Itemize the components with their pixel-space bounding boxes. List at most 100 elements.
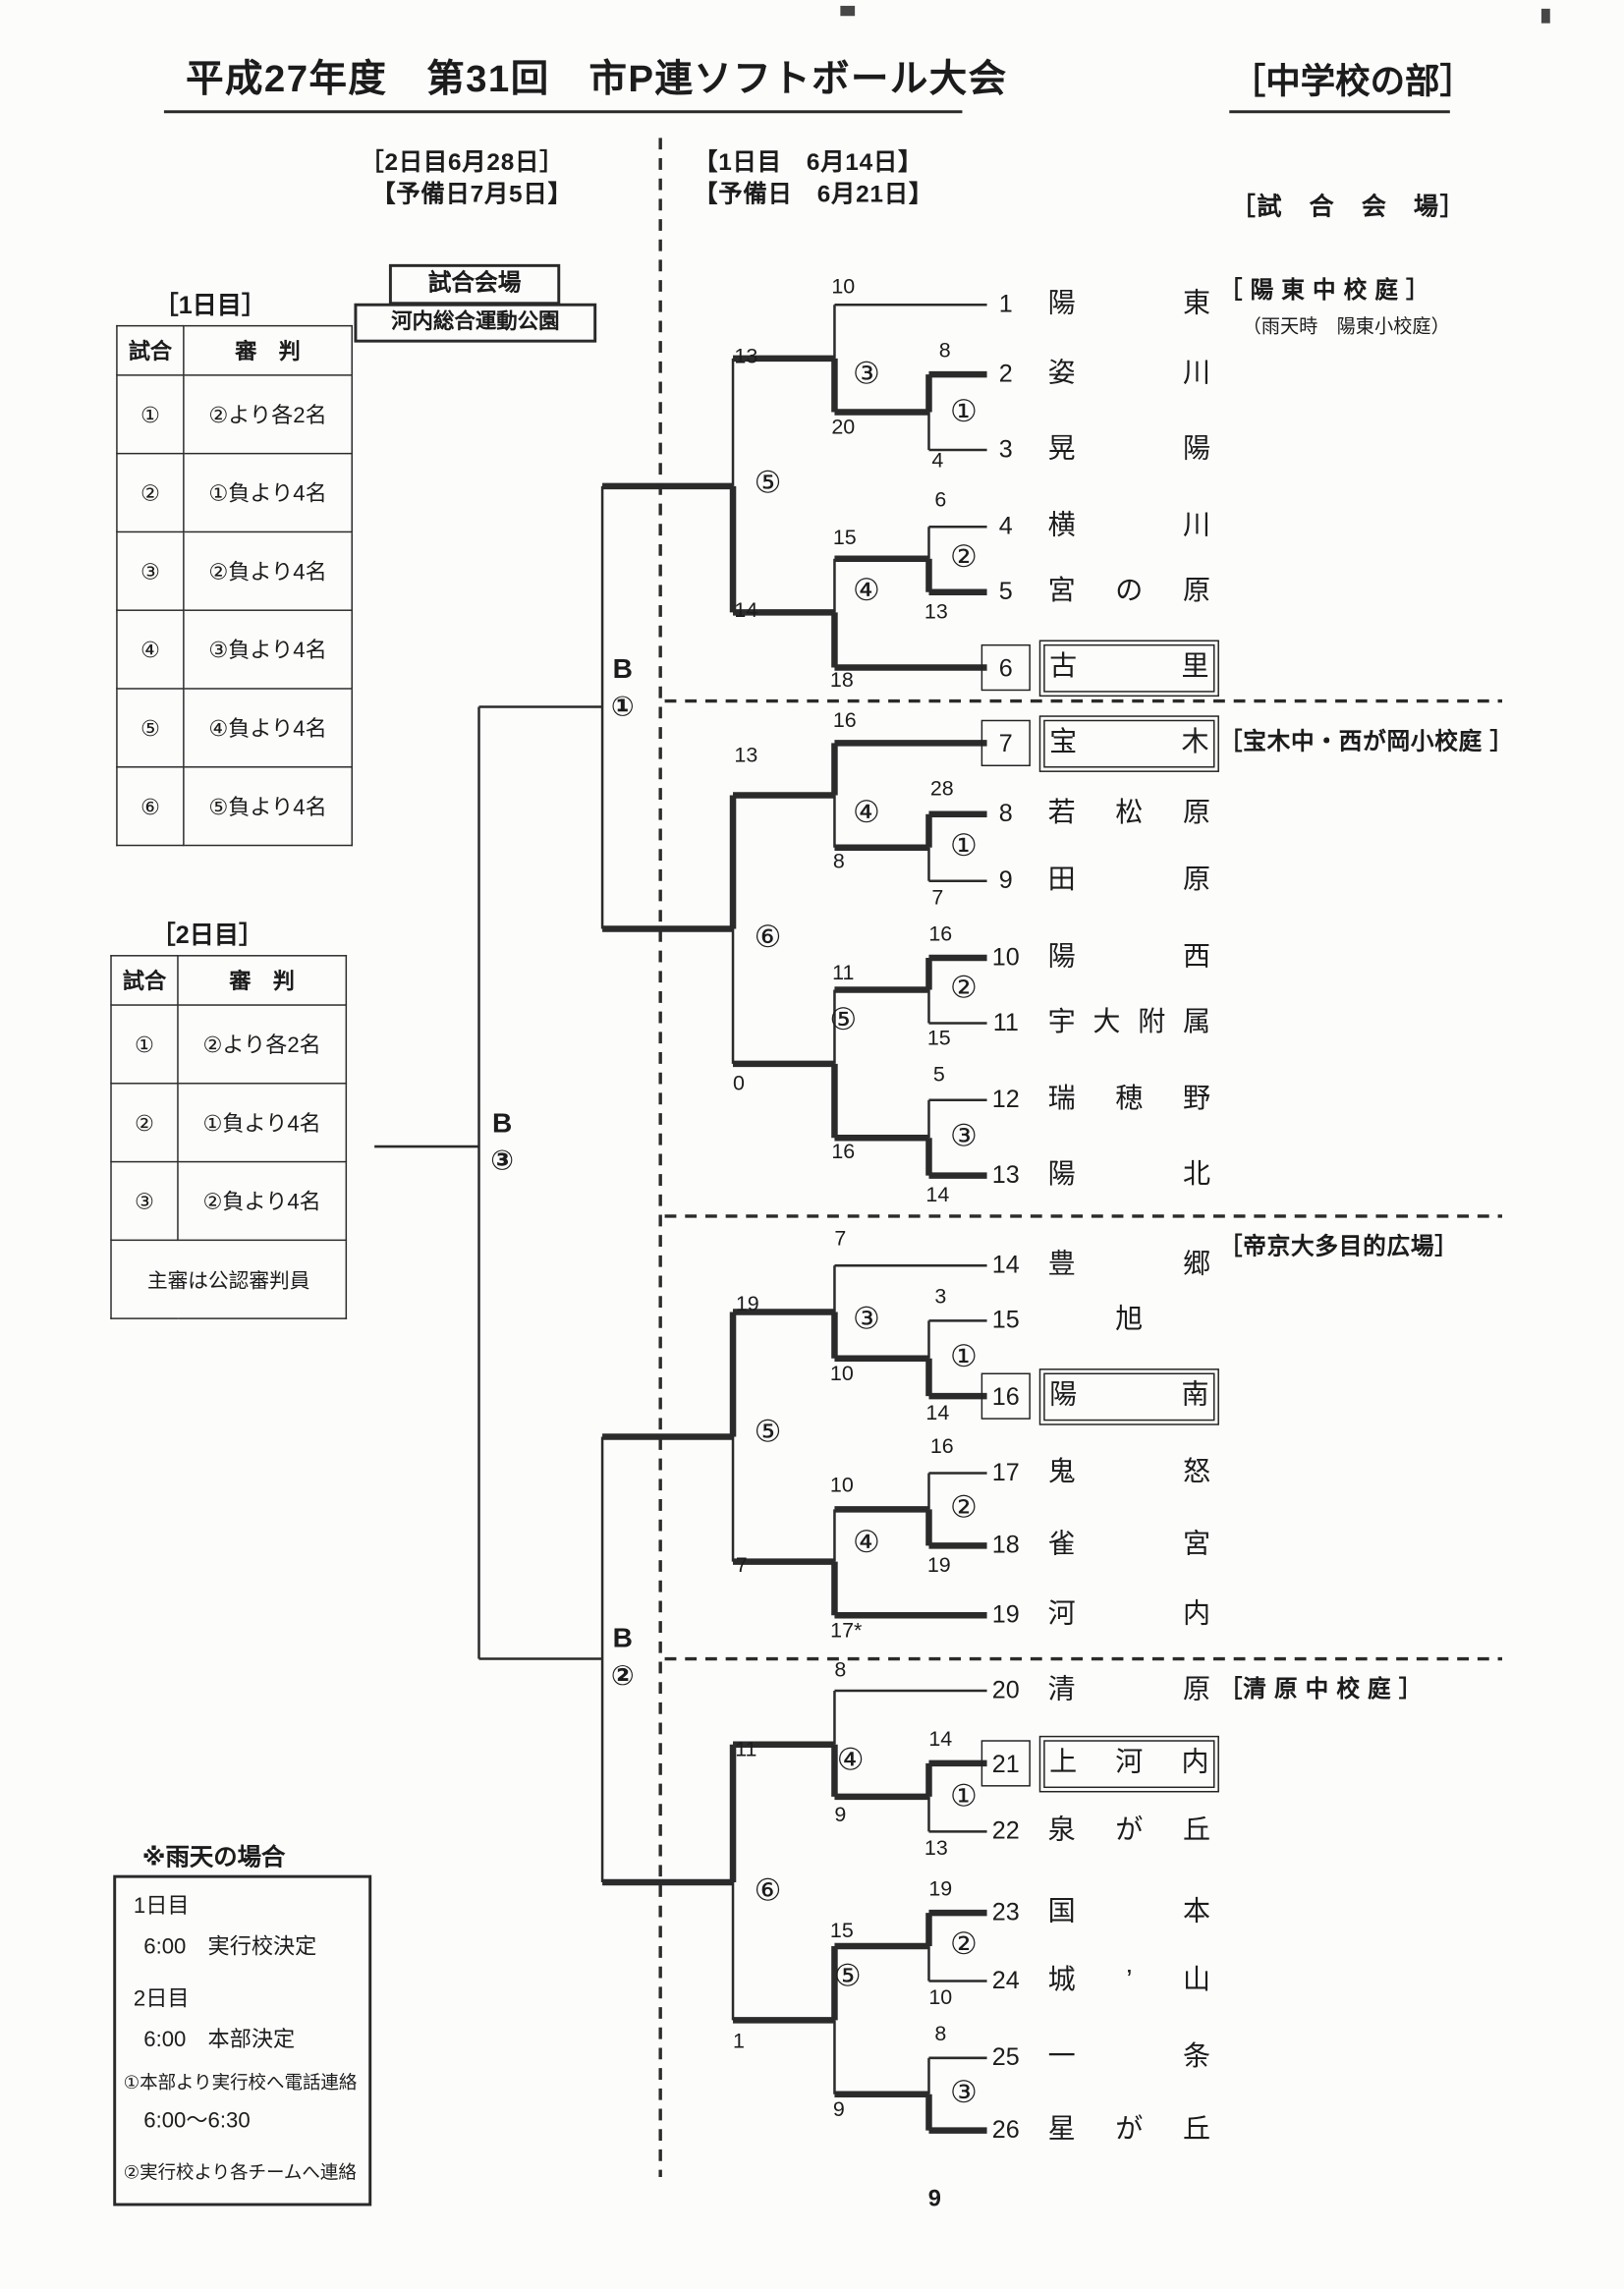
match-score: 10 [829,1474,854,1498]
match-number-circle: ① [950,1340,978,1374]
section-label: ［中学校の部］ [1230,62,1475,102]
match-score: 14 [925,1402,950,1425]
rain-note-line: ①本部より実行校へ電話連絡 [123,2072,358,2094]
team-name: 宇大附属 [1047,1007,1211,1038]
day1-header-judge: 審 判 [183,324,353,376]
match-score: 28 [929,777,954,802]
team-name: 宝木 [1038,713,1220,772]
team-number: 5 [998,577,1013,606]
match-number-circle: ② [950,540,978,575]
scan-artifact [840,5,856,17]
team-number: 11 [992,1008,1019,1036]
match-number-circle: ④ [853,796,880,830]
match-score: 10 [928,1986,953,2011]
team-row: 25 一条 [981,2032,1215,2084]
match-score: 16 [929,1435,954,1459]
match-score: 14 [925,1184,950,1208]
team-number: 14 [991,1251,1020,1279]
team-name: 姿川 [1047,358,1211,389]
team-name: 宮の原 [1047,576,1211,607]
section-underline [1229,110,1450,114]
match-score: 7 [834,1227,847,1252]
match-number-circle: ⑥ [754,921,782,955]
team-number: 3 [998,435,1013,464]
team-row: 13 陽北 [981,1149,1215,1201]
match-score: 13 [924,1837,948,1861]
match-number-circle: ③ [853,358,880,392]
match-number-circle: ① [950,829,978,864]
team-number: 10 [991,943,1020,972]
match-score: 4 [931,449,944,474]
day2-match-circle: ② [610,1661,635,1693]
team-number: 12 [991,1086,1020,1114]
match-number-circle: ③ [853,1302,880,1336]
match-number-circle: ② [950,1927,978,1962]
team-name: 瑞穂野 [1047,1084,1211,1115]
team-name: 星が丘 [1047,2114,1211,2146]
team-number: 8 [998,799,1013,828]
team-name: 国本 [1047,1896,1211,1927]
chief-judge-note: 主審は公認審判員 [110,1239,348,1319]
rain-note-line: 6:00 本部決定 [143,2027,296,2052]
team-number: 15 [991,1306,1020,1334]
day1-reserve-note: 【予備日 6月21日】 [694,181,933,208]
team-name: 鬼怒 [1047,1457,1211,1488]
team-name: 清原 [1047,1674,1211,1705]
venue-label: （雨天時 陽東小校庭） [1242,314,1450,337]
match-score: 11 [832,962,855,986]
judge-rule: ②より各2名 [177,1004,348,1085]
match-score: 3 [934,1285,947,1310]
team-name: 雀宮 [1047,1530,1211,1561]
day1-header-match: 試合 [116,324,185,376]
match-score: 7 [931,886,944,911]
team-name: 陽東 [1047,288,1211,320]
match-number-circle: ③ [950,1119,978,1153]
team-name: 田原 [1047,865,1211,896]
match-score: 16 [928,922,953,947]
match-score: 19 [735,1293,759,1316]
team-name: 一条 [1047,2041,1211,2073]
team-name: 陽北 [1047,1159,1211,1191]
match-number-circle: ① [950,1779,978,1814]
team-number: 25 [991,2043,1020,2072]
team-name: 豊郷 [1047,1249,1211,1280]
team-number: 23 [991,1898,1020,1926]
match-score: 13 [924,600,948,625]
team-number: 13 [991,1160,1020,1189]
match-number-circle: ⑤ [754,466,782,500]
team-number: 16 [980,1372,1031,1420]
match-score: 8 [832,850,845,874]
team-number: 21 [980,1740,1031,1787]
match-score: 10 [829,1363,854,1386]
team-row: 14 豊郷 [981,1240,1215,1292]
venue-box-name: 河内総合運動公園 [354,303,597,343]
team-number: 7 [980,719,1031,767]
team-number: 1 [998,290,1013,318]
team-number: 2 [998,360,1013,388]
day2-match-circle: ① [610,692,635,723]
match-score: 7 [735,1554,748,1578]
venue-label: ［帝京大多目的広場］ [1218,1235,1459,1260]
match-number-circle: ⑤ [829,1003,858,1037]
match-number-circle: ④ [853,574,880,608]
day2-match-letter: B [612,654,633,686]
title-underline [163,110,963,114]
match-number-circle: ④ [853,1526,880,1560]
venue-label: ［清 原 中 校 庭 ］ [1218,1677,1424,1703]
judge-rule: ⑤負より4名 [183,766,353,847]
team-number: 24 [991,1966,1020,1994]
team-row: 5 宮の原 [981,566,1215,618]
match-no: ② [110,1083,179,1163]
match-score: 14 [734,599,758,623]
day2-table-title: ［2日目］ [150,921,264,950]
day2-match-letter: B [612,1624,633,1655]
match-number-circle: ④ [836,1743,865,1777]
team-name: 泉が丘 [1047,1815,1211,1847]
team-row: 12 瑞穂野 [981,1074,1215,1126]
